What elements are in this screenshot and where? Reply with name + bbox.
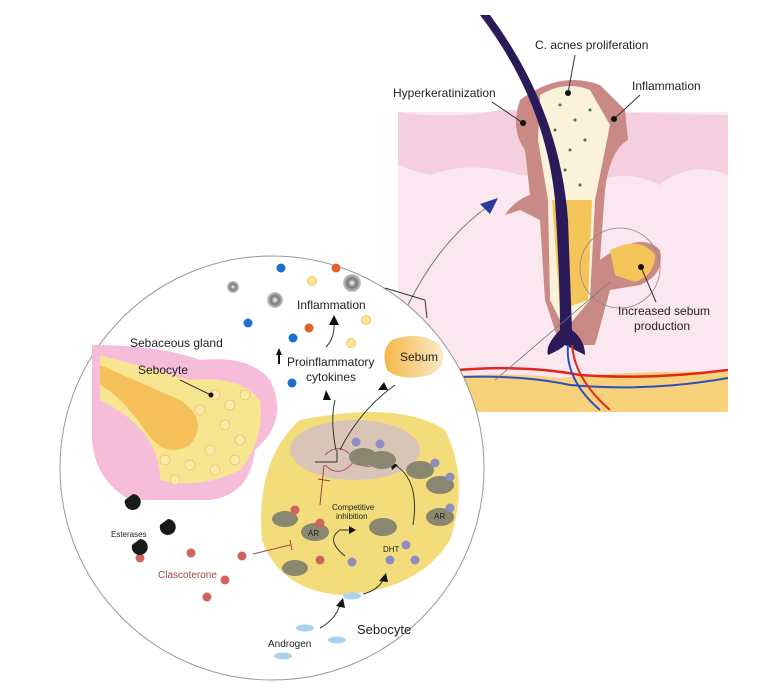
label-inflammation-cell: Inflammation — [297, 298, 366, 312]
label-sebocyte-cell: Sebocyte — [357, 622, 411, 637]
clascoterone-molecules — [135, 505, 325, 602]
arrow-icon — [480, 198, 498, 214]
sebaceous-gland — [92, 345, 278, 500]
label-androgen: Androgen — [268, 639, 311, 650]
sebum-blob — [384, 336, 444, 378]
label-competitive-2: inhibition — [336, 512, 368, 521]
esterase-icons — [124, 494, 176, 555]
immune-cells — [227, 263, 371, 388]
hair-shaft — [480, 15, 585, 355]
label-sebaceous-gland: Sebaceous gland — [130, 336, 223, 350]
label-increased-sebum-1: Increased sebum — [618, 304, 710, 318]
label-competitive-1: Competitive — [332, 503, 375, 512]
label-hyperkeratinization: Hyperkeratinization — [393, 86, 496, 100]
label-clascoterone: Clascoterone — [158, 570, 217, 581]
label-c-acnes: C. acnes proliferation — [535, 38, 648, 52]
label-inflammation-skin: Inflammation — [632, 79, 701, 93]
label-dht: DHT — [383, 545, 400, 554]
label-proinflammatory-2: cytokines — [306, 370, 356, 384]
label-sebum: Sebum — [400, 350, 438, 364]
label-sebocyte-gland: Sebocyte — [138, 363, 188, 377]
androgen-receptors — [272, 448, 454, 576]
label-increased-sebum-2: production — [634, 319, 690, 333]
label-proinflammatory-1: Proinflammatory — [287, 355, 374, 369]
label-esterases: Esterases — [111, 530, 147, 539]
skin-labels: C. acnes proliferation Hyperkeratinizati… — [393, 38, 710, 333]
label-ar-1: AR — [308, 529, 319, 538]
label-ar-2: AR — [434, 512, 445, 521]
androgen-molecules — [274, 592, 361, 660]
